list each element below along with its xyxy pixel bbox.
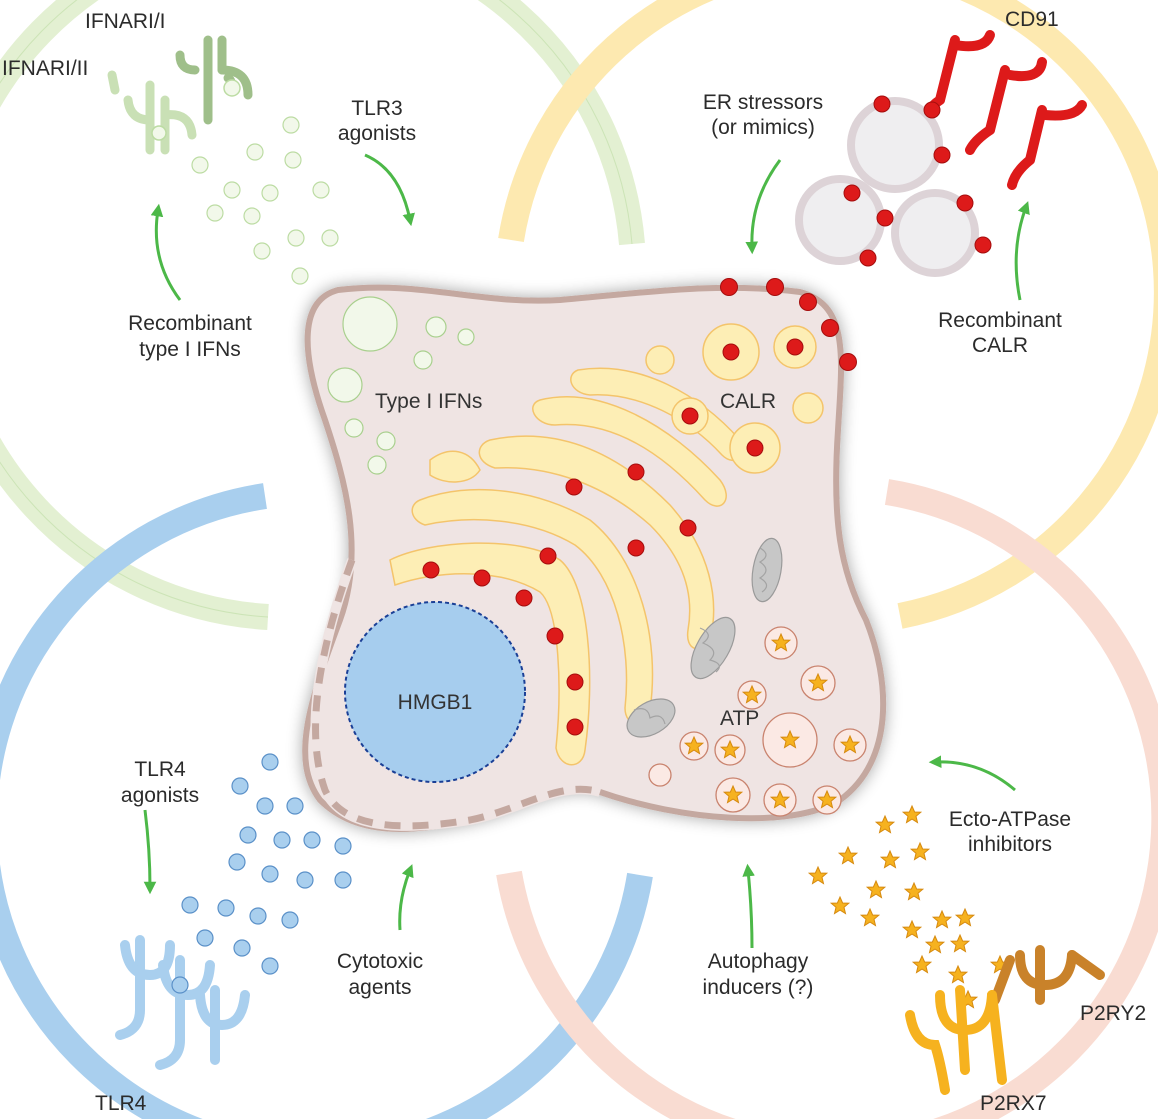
label-calr: CALR bbox=[720, 390, 776, 413]
label-cytotoxic-agents-2: agents bbox=[348, 976, 411, 999]
label-recombinant-calr-1: Recombinant bbox=[938, 309, 1062, 332]
label-atp: ATP bbox=[720, 707, 759, 730]
blue-ring bbox=[0, 483, 653, 1119]
label-ecto-atpase-1: Ecto-ATPase bbox=[949, 808, 1071, 831]
label-tlr4-agonists-1: TLR4 bbox=[134, 758, 186, 781]
cd91-receptors bbox=[920, 30, 1087, 190]
tlr4-receptors bbox=[115, 935, 250, 1070]
yellow-ring bbox=[498, 0, 1158, 629]
dashed-membrane bbox=[312, 558, 602, 830]
calr-extracellular-dots bbox=[843, 95, 992, 267]
p2rx7-receptor bbox=[905, 985, 1007, 1095]
ifn-extracellular bbox=[191, 116, 339, 285]
calr-exposed-vesicles bbox=[795, 97, 979, 277]
label-type-i-ifns: Type I IFNs bbox=[375, 390, 482, 413]
label-tlr4: TLR4 bbox=[95, 1092, 147, 1115]
pink-ring bbox=[496, 479, 1158, 1119]
tlr4-ligand bbox=[171, 976, 189, 994]
label-recombinant-calr-2: CALR bbox=[972, 334, 1028, 357]
label-hmgb1: HMGB1 bbox=[398, 691, 473, 714]
label-tlr3-agonists-2: agonists bbox=[338, 122, 416, 145]
ifn-intracellular bbox=[327, 296, 475, 475]
label-p2ry2: P2RY2 bbox=[1080, 1002, 1146, 1025]
label-cytotoxic-agents-1: Cytotoxic bbox=[337, 950, 423, 973]
label-cd91: CD91 bbox=[1005, 8, 1059, 31]
green-arrows bbox=[143, 153, 1030, 949]
er-golgi bbox=[389, 367, 744, 766]
label-autophagy-inducers-2: inducers (?) bbox=[703, 976, 814, 999]
label-tlr3-agonists-1: TLR3 bbox=[351, 97, 402, 120]
label-er-stressors-1: ER stressors bbox=[703, 91, 823, 114]
calr-vesicles bbox=[645, 323, 824, 474]
hmgb1-extracellular bbox=[181, 753, 352, 975]
calr-dots bbox=[422, 278, 857, 736]
label-er-stressors-2: (or mimics) bbox=[711, 116, 815, 139]
label-tlr4-agonists-2: agonists bbox=[121, 784, 199, 807]
label-ifnar-i: IFNARI/I bbox=[85, 10, 166, 33]
label-ecto-atpase-2: inhibitors bbox=[968, 833, 1052, 856]
label-ifnar-ii: IFNARI/II bbox=[2, 57, 88, 80]
label-recombinant-ifn-2: type I IFNs bbox=[139, 338, 241, 361]
ifnar-receptors bbox=[107, 35, 253, 155]
nucleus bbox=[344, 601, 526, 783]
p2ry2-receptor bbox=[990, 945, 1105, 1005]
label-recombinant-ifn-1: Recombinant bbox=[128, 312, 252, 335]
label-p2rx7: P2RX7 bbox=[980, 1092, 1047, 1115]
label-autophagy-inducers-1: Autophagy bbox=[708, 950, 809, 973]
